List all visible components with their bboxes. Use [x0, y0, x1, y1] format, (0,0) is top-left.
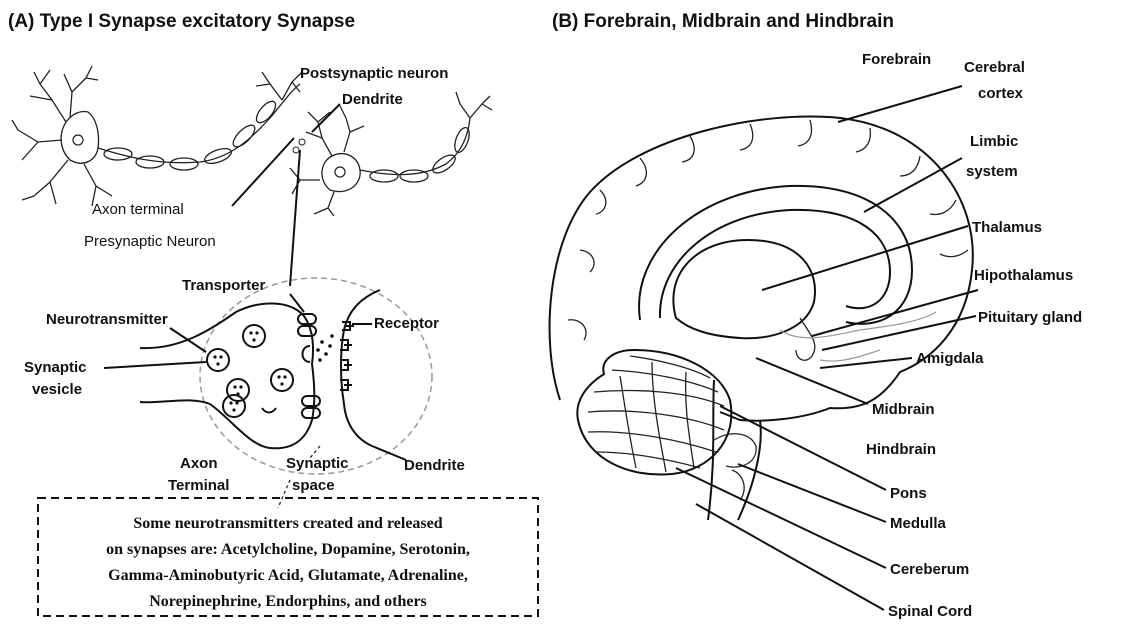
leader-spinal-cord — [696, 504, 884, 610]
leader-axon-terminal — [232, 138, 294, 206]
label-cereberum: Cereberum — [890, 561, 969, 578]
label-hindbrain: Hindbrain — [866, 441, 936, 458]
note-line-3: Gamma-Aminobutyric Acid, Glutamate, Adre… — [108, 567, 468, 584]
label-presynaptic-neuron: Presynaptic Neuron — [84, 233, 216, 250]
postsynaptic-neuron-drawing — [290, 92, 492, 216]
label-synaptic-space-2: space — [292, 477, 335, 494]
leader-synaptic-vesicle — [104, 362, 206, 368]
label-transporter: Transporter — [182, 277, 266, 294]
leader-limbic-system — [864, 158, 962, 212]
panel-b-title: (B) Forebrain, Midbrain and Hindbrain — [552, 11, 894, 32]
neurotransmitter-dots — [316, 334, 334, 362]
leader-neurotransmitter — [170, 328, 206, 352]
label-axon-terminal-b1: Axon — [180, 455, 218, 472]
leader-cerebral-cortex — [838, 86, 962, 122]
label-thalamus: Thalamus — [972, 219, 1042, 236]
leader-pons — [720, 406, 886, 490]
leader-medulla — [738, 464, 886, 522]
leader-amigdala — [820, 358, 912, 368]
label-midbrain: Midbrain — [872, 401, 935, 418]
label-amigdala: Amigdala — [916, 350, 984, 367]
label-axon-terminal: Axon terminal — [92, 201, 184, 218]
panel-a-title: (A) Type I Synapse excitatory Synapse — [8, 11, 355, 32]
presynaptic-neuron-drawing — [12, 66, 305, 206]
label-spinal-cord: Spinal Cord — [888, 603, 972, 620]
label-medulla: Medulla — [890, 515, 946, 532]
synapse-closeup — [140, 278, 432, 474]
label-synaptic-vesicle-1: Synaptic — [24, 359, 87, 376]
label-limbic-1: Limbic — [970, 133, 1018, 150]
label-postsynaptic-neuron: Postsynaptic neuron — [300, 65, 448, 82]
label-cerebral-2: cortex — [978, 85, 1024, 102]
label-forebrain: Forebrain — [862, 51, 931, 68]
note-line-4: Norepinephrine, Endorphins, and others — [149, 593, 427, 610]
label-pons: Pons — [890, 485, 927, 502]
label-dendrite-top: Dendrite — [342, 91, 403, 108]
label-cerebral-1: Cerebral — [964, 59, 1025, 76]
label-hipothalamus: Hipothalamus — [974, 267, 1073, 284]
note-line-1: Some neurotransmitters created and relea… — [133, 515, 442, 532]
leader-thalamus — [762, 226, 968, 290]
label-synaptic-vesicle-2: vesicle — [32, 381, 82, 398]
label-limbic-2: system — [966, 163, 1018, 180]
brain-drawing — [550, 117, 973, 520]
note-line-2: on synapses are: Acetylcholine, Dopamine… — [106, 541, 470, 558]
label-receptor: Receptor — [374, 315, 439, 332]
synaptic-vesicles — [207, 325, 293, 417]
label-pituitary: Pituitary gland — [978, 309, 1082, 326]
label-neurotransmitter: Neurotransmitter — [46, 311, 168, 328]
label-dendrite-bottom: Dendrite — [404, 457, 465, 474]
label-axon-terminal-b2: Terminal — [168, 477, 229, 494]
label-synaptic-space-1: Synaptic — [286, 455, 349, 472]
leader-dendrite-top — [312, 104, 340, 132]
